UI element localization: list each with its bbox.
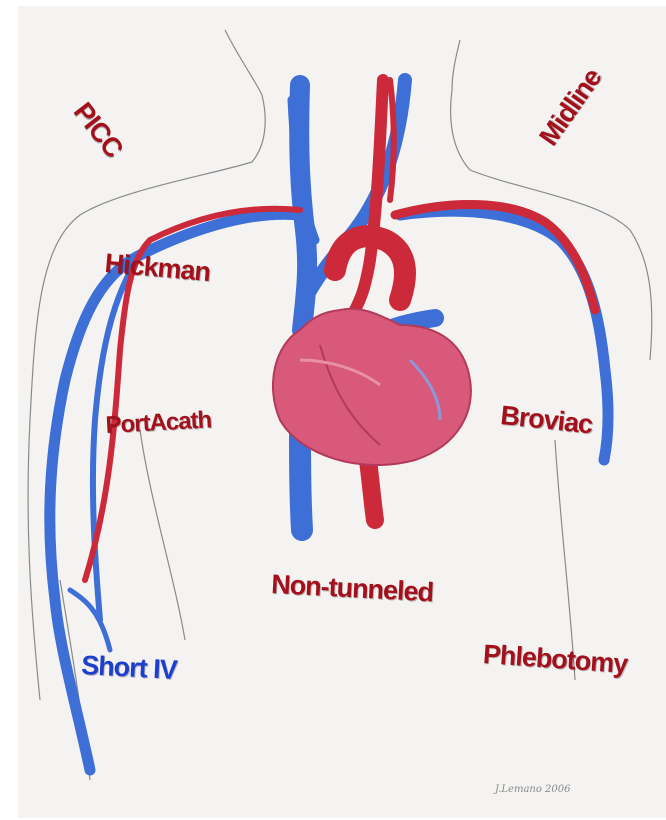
label-portacath: PortAcath — [105, 408, 212, 437]
artist-signature: J.Lemano 2006 — [495, 784, 571, 795]
label-shortiv: Short IV — [81, 652, 178, 684]
heart — [273, 309, 471, 465]
